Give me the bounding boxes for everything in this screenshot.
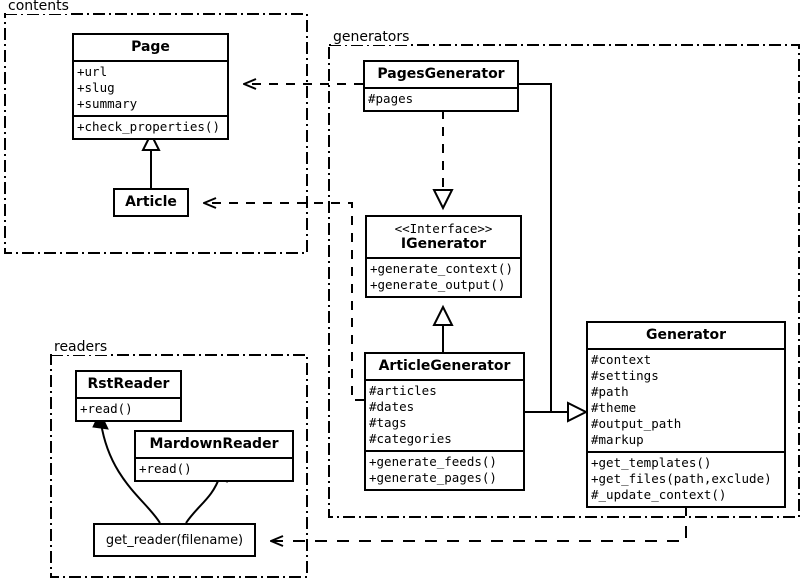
class-method-row: +check_properties() xyxy=(77,119,220,134)
class-box-mardown-reader[interactable]: MardownReader +read() xyxy=(134,430,294,482)
class-attribute-row: #tags xyxy=(369,415,407,430)
class-attributes-article-generator: #articles#dates#tags#categories xyxy=(366,379,523,450)
class-method-row: +get_files(path,exclude) xyxy=(591,471,772,486)
class-attribute-row: #output_path xyxy=(591,416,682,431)
class-method-row: +generate_pages() xyxy=(369,470,497,485)
class-methods-igenerator: +generate_context()+generate_output() xyxy=(367,257,520,296)
edge-generators-inherit-generator xyxy=(519,83,589,423)
class-box-rst-reader[interactable]: RstReader +read() xyxy=(75,370,182,422)
class-stereotype-igenerator: <<Interface>> xyxy=(394,221,493,236)
class-method-row: +generate_context() xyxy=(370,261,513,276)
class-box-article[interactable]: Article xyxy=(113,188,189,217)
class-attribute-row: +slug xyxy=(77,80,115,95)
package-label-contents: contents xyxy=(6,0,71,14)
class-box-page[interactable]: Page +url+slug+summary +check_properties() xyxy=(72,33,229,140)
class-method-row: +generate_output() xyxy=(370,277,506,292)
edge-articlegenerator-uses-article xyxy=(205,203,364,401)
class-methods-page: +check_properties() xyxy=(74,115,227,138)
class-method-row: +read() xyxy=(80,401,133,416)
edge-article-inherits-page xyxy=(141,131,161,188)
class-attributes-pages-generator: #pages xyxy=(365,87,517,110)
class-box-igenerator[interactable]: <<Interface>>IGenerator+generate_context… xyxy=(365,215,522,298)
class-attribute-row: #path xyxy=(591,384,629,399)
class-name-page: Page xyxy=(131,39,170,55)
class-attribute-row: #categories xyxy=(369,431,452,446)
edge-generator-uses-get-reader xyxy=(272,504,687,541)
package-label-generators: generators xyxy=(331,29,412,45)
class-name-pages-generator: PagesGenerator xyxy=(377,66,505,82)
class-name-rst-reader: RstReader xyxy=(87,376,170,392)
package-label-readers: readers xyxy=(52,339,110,355)
class-box-article-generator[interactable]: ArticleGenerator #articles#dates#tags#cat… xyxy=(364,352,525,491)
class-name-generator: Generator xyxy=(645,327,726,343)
class-attribute-row: #theme xyxy=(591,400,637,415)
class-name-igenerator: <<Interface>>IGenerator xyxy=(367,217,520,257)
class-name-mardown-reader: MardownReader xyxy=(149,436,279,452)
class-attribute-row: #pages xyxy=(368,91,414,106)
class-methods-mardown-reader: +read() xyxy=(136,457,292,480)
class-method-row: +get_templates() xyxy=(591,455,712,470)
class-attribute-row: +summary xyxy=(77,96,138,111)
class-attribute-row: #context xyxy=(591,352,652,367)
function-box-get-reader[interactable]: get_reader(filename) xyxy=(93,523,256,557)
class-attributes-page: +url+slug+summary xyxy=(74,60,227,115)
class-attribute-row: #settings xyxy=(591,368,659,383)
class-attribute-row: #markup xyxy=(591,432,644,447)
class-method-row: +read() xyxy=(139,461,192,476)
edge-pagesgenerator-realizes-igenerator xyxy=(432,110,454,211)
class-attributes-generator: #context#settings#path#theme#output_path… xyxy=(588,348,784,451)
class-name-article-generator: ArticleGenerator xyxy=(378,358,511,374)
class-box-generator[interactable]: Generator #context#settings#path#theme#ou… xyxy=(586,321,786,508)
class-box-pages-generator[interactable]: PagesGenerator #pages xyxy=(363,60,519,112)
class-name-article: Article xyxy=(125,194,177,210)
class-methods-article-generator: +generate_feeds()+generate_pages() xyxy=(366,450,523,489)
class-method-row: +generate_feeds() xyxy=(369,454,497,469)
class-attribute-row: #articles xyxy=(369,383,437,398)
class-attribute-row: #dates xyxy=(369,399,415,414)
class-methods-generator: +get_templates()+get_files(path,exclude)… xyxy=(588,451,784,506)
class-attribute-row: +url xyxy=(77,64,108,79)
edge-articlegenerator-inherits-igenerator xyxy=(432,304,454,352)
class-methods-rst-reader: +read() xyxy=(77,397,180,420)
class-method-row: #_update_context() xyxy=(591,487,727,502)
